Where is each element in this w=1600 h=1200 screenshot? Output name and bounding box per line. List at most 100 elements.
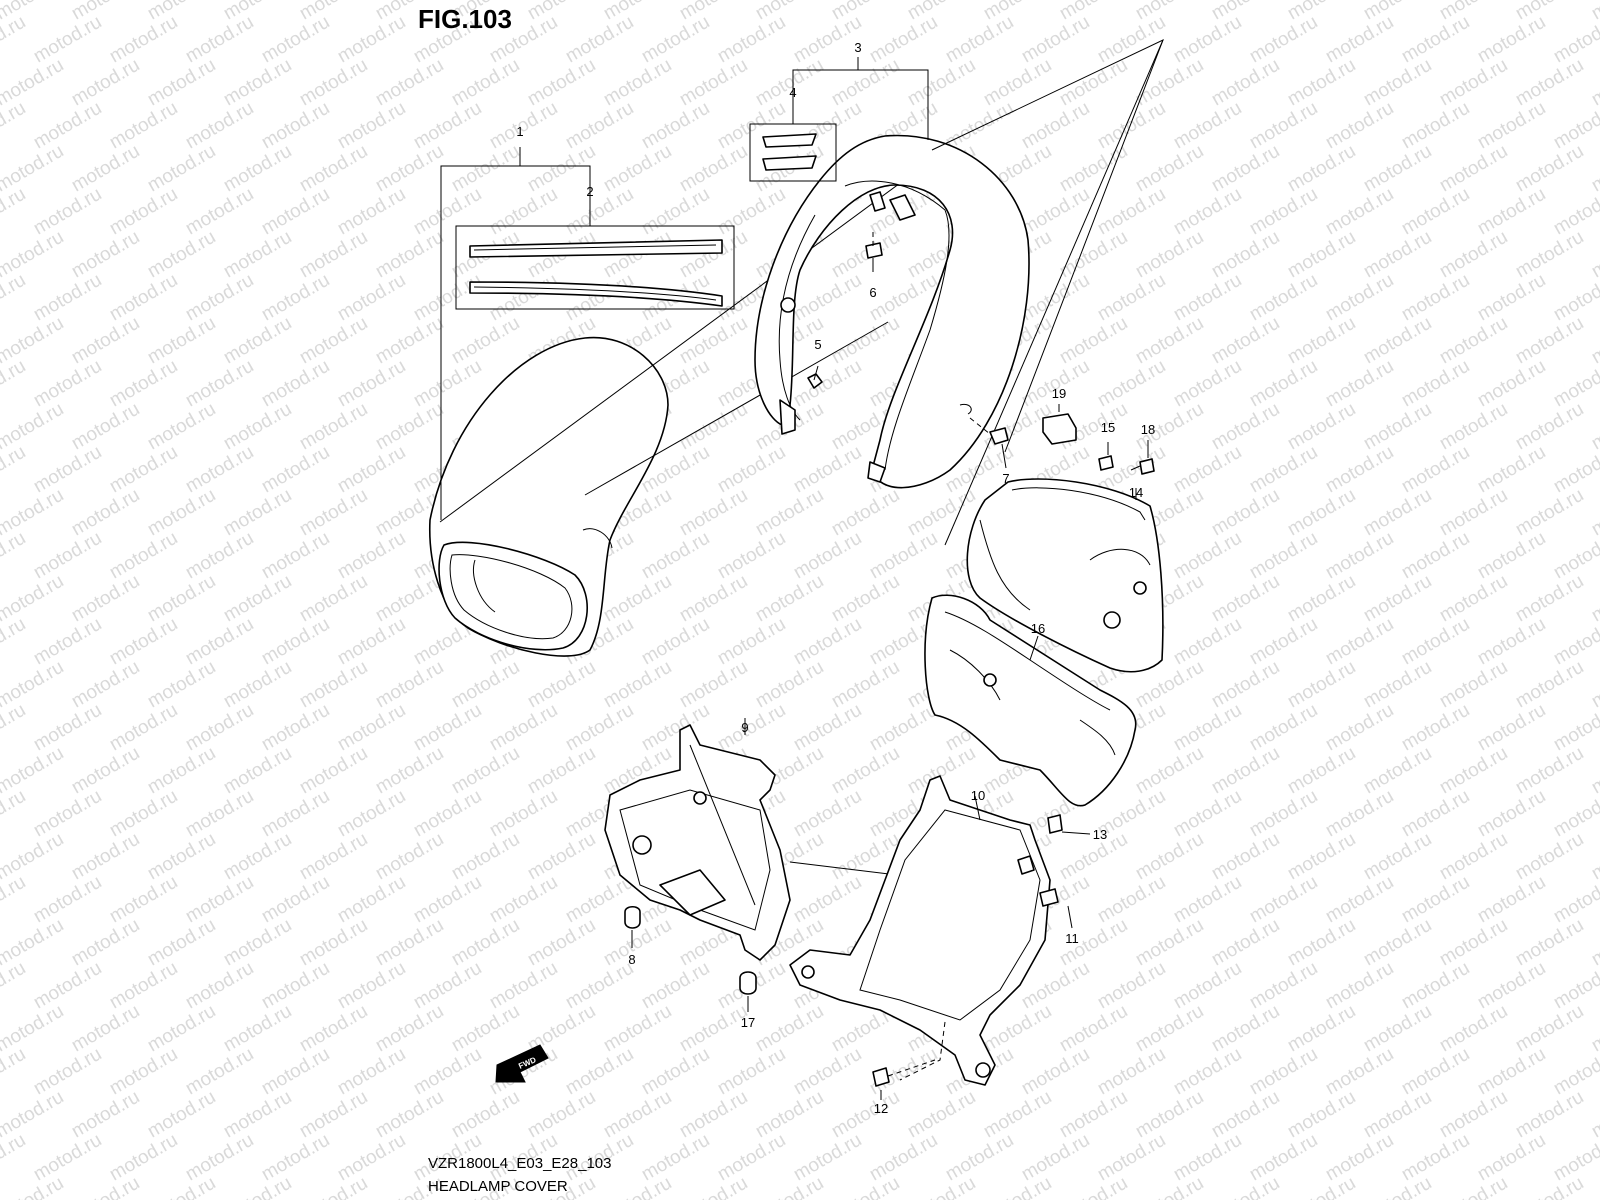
watermark-text: motod.ru — [752, 1173, 827, 1200]
callout-18[interactable]: 18 — [1141, 422, 1155, 437]
watermark-text: motod.ru — [1360, 55, 1435, 111]
cushion-17-part[interactable] — [739, 971, 757, 1012]
bolt-11-part[interactable] — [1039, 888, 1073, 929]
watermark-text: motod.ru — [486, 786, 561, 842]
watermark-text: motod.ru — [1018, 356, 1093, 412]
callout-15[interactable]: 15 — [1101, 420, 1115, 435]
nut-clip-6-part[interactable] — [865, 232, 883, 272]
watermark-text: motod.ru — [1474, 614, 1549, 670]
callout-19[interactable]: 19 — [1052, 386, 1066, 401]
watermark-text: motod.ru — [258, 614, 333, 670]
watermark-text: motod.ru — [1322, 98, 1397, 154]
callout-2[interactable]: 2 — [586, 184, 593, 199]
callout-14[interactable]: 14 — [1129, 485, 1143, 500]
watermark-text: motod.ru — [1132, 915, 1207, 971]
watermark-text: motod.ru — [220, 399, 295, 455]
watermark-text: motod.ru — [904, 1173, 979, 1200]
watermark-text: motod.ru — [30, 270, 105, 326]
grommet-13-part[interactable] — [1047, 814, 1091, 835]
watermark-text: motod.ru — [0, 528, 29, 584]
cushion-19-part[interactable] — [1042, 404, 1077, 445]
watermark-text: motod.ru — [68, 227, 143, 283]
watermark-text: motod.ru — [68, 1087, 143, 1143]
watermark-text: motod.ru — [600, 571, 675, 627]
watermark-text: motod.ru — [1512, 227, 1587, 283]
watermark-text: motod.ru — [1170, 872, 1245, 928]
watermark-text: motod.ru — [1208, 399, 1283, 455]
watermark-text: motod.ru — [1398, 872, 1473, 928]
watermark-text: motod.ru — [334, 700, 409, 756]
headlamp-cover-part[interactable] — [428, 336, 669, 657]
nut-15-part[interactable] — [1098, 442, 1114, 471]
watermark-text: motod.ru — [752, 55, 827, 111]
callout-6[interactable]: 6 — [869, 285, 876, 300]
watermark-text: motod.ru — [296, 915, 371, 971]
watermark-text: motod.ru — [106, 872, 181, 928]
brace-left-part[interactable] — [604, 718, 1021, 961]
watermark-text: motod.ru — [980, 1087, 1055, 1143]
watermark-text: motod.ru — [1474, 958, 1549, 1014]
watermark-text: motod.ru — [1360, 657, 1435, 713]
watermark-text: motod.ru — [296, 571, 371, 627]
watermark-text: motod.ru — [1246, 614, 1321, 670]
watermark-text: motod.ru — [1094, 12, 1169, 68]
watermark-text: motod.ru — [1436, 657, 1511, 713]
watermark-text: motod.ru — [1512, 1087, 1587, 1143]
watermark-text: motod.ru — [1094, 98, 1169, 154]
watermark-text: motod.ru — [1512, 829, 1587, 885]
callout-3[interactable]: 3 — [854, 40, 861, 55]
watermark-text: motod.ru — [1170, 786, 1245, 842]
watermark-text: motod.ru — [220, 915, 295, 971]
callout-8[interactable]: 8 — [628, 952, 635, 967]
watermark-text: motod.ru — [68, 1001, 143, 1057]
callout-17[interactable]: 17 — [741, 1015, 755, 1030]
watermark-text: motod.ru — [448, 743, 523, 799]
watermark-text: motod.ru — [448, 829, 523, 885]
callout-9[interactable]: 9 — [741, 720, 748, 735]
watermark-text: motod.ru — [1588, 1001, 1600, 1057]
watermark-text: motod.ru — [1284, 313, 1359, 369]
watermark-text: motod.ru — [68, 915, 143, 971]
lower-cover-part[interactable] — [924, 594, 1137, 807]
brace-right-part[interactable] — [789, 775, 1051, 1086]
watermark-text: motod.ru — [1322, 786, 1397, 842]
watermark-text: motod.ru — [1398, 700, 1473, 756]
watermark-text: motod.ru — [410, 1044, 485, 1100]
callout-13[interactable]: 13 — [1093, 827, 1107, 842]
watermark-text: motod.ru — [0, 98, 29, 154]
cushion-8-part[interactable] — [624, 905, 641, 948]
watermark-text: motod.ru — [1322, 958, 1397, 1014]
watermark-text: motod.ru — [1588, 141, 1600, 197]
watermark-text: motod.ru — [1474, 700, 1549, 756]
watermark-text: motod.ru — [1588, 55, 1600, 111]
screw-5-part[interactable] — [807, 365, 823, 389]
watermark-text: motod.ru — [1436, 1087, 1511, 1143]
watermark-text: motod.ru — [1246, 700, 1321, 756]
callout-4[interactable]: 4 — [789, 85, 796, 100]
watermark-text: motod.ru — [1208, 55, 1283, 111]
callout-12[interactable]: 12 — [874, 1101, 888, 1116]
watermark-text: motod.ru — [1322, 356, 1397, 412]
callout-1[interactable]: 1 — [516, 124, 523, 139]
screw-18-part[interactable] — [1130, 440, 1155, 475]
meter-panel-cover-part[interactable] — [966, 478, 1164, 673]
callout-11[interactable]: 11 — [1065, 931, 1079, 946]
watermark-text: motod.ru — [1474, 184, 1549, 240]
bolt-12-part[interactable] — [872, 1059, 936, 1100]
watermark-text: motod.ru — [68, 829, 143, 885]
callout-7[interactable]: 7 — [1002, 471, 1009, 486]
callout-10[interactable]: 10 — [971, 788, 985, 803]
watermark-text: motod.ru — [1284, 399, 1359, 455]
watermark-text: motod.ru — [1398, 356, 1473, 412]
inner-cover-part[interactable] — [754, 39, 1164, 546]
trim-strip-set-part[interactable] — [455, 225, 735, 310]
watermark-text: motod.ru — [1512, 743, 1587, 799]
watermark-text: motod.ru — [296, 141, 371, 197]
watermark-text: motod.ru — [144, 399, 219, 455]
watermark-text: motod.ru — [1018, 12, 1093, 68]
bolt-7-part[interactable] — [969, 417, 1009, 469]
callout-16[interactable]: 16 — [1031, 621, 1045, 636]
watermark-text: motod.ru — [1170, 12, 1245, 68]
watermark-text: motod.ru — [1474, 270, 1549, 326]
callout-5[interactable]: 5 — [814, 337, 821, 352]
